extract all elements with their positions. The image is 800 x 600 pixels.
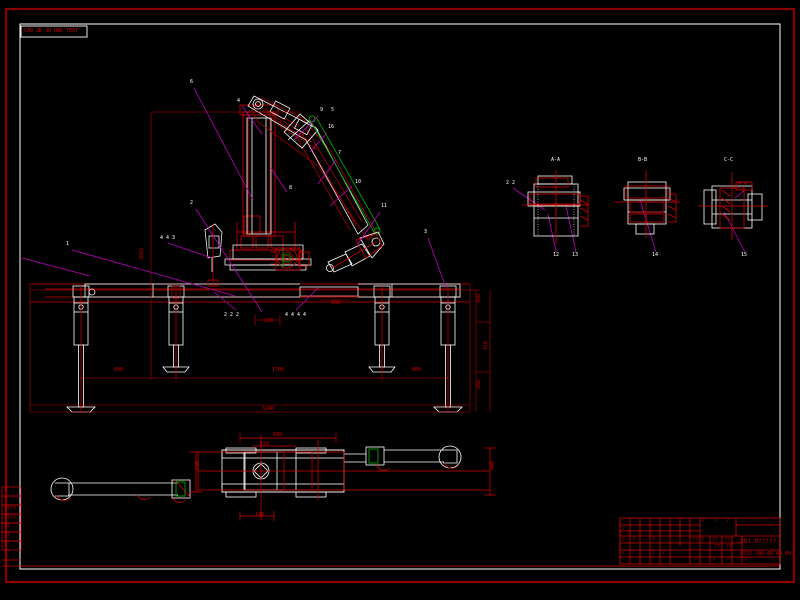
section-note-right: 4 4 bbox=[738, 181, 748, 187]
dim-2042: 2042 bbox=[139, 247, 145, 260]
left-edge-row-2: ???? bbox=[4, 506, 17, 512]
title-block-row-label-0: ???? bbox=[692, 537, 705, 543]
section-title-a: A-A bbox=[551, 157, 561, 163]
outer-border bbox=[4, 7, 796, 584]
section-title-c: C-C bbox=[724, 157, 734, 163]
title-block-cell-k: ? bbox=[744, 557, 748, 563]
balloon-8: 8 bbox=[289, 185, 293, 191]
title-block-cell-g: ? bbox=[662, 550, 666, 556]
plan-dim-150: 150 bbox=[260, 441, 270, 447]
title-block-cell-h: ? bbox=[694, 557, 698, 563]
left-edge-block bbox=[1, 486, 780, 567]
balloon-3: 3 bbox=[424, 229, 428, 235]
header-note-box bbox=[20, 25, 88, 38]
section-b-b-geometry bbox=[614, 170, 680, 238]
plan-dim-140: 140 bbox=[255, 512, 265, 518]
title-block-part-number: SQ1.0????? bbox=[740, 538, 777, 545]
balloon-7: 7 bbox=[338, 150, 342, 156]
dim-1700: 1700 bbox=[272, 367, 285, 373]
title-block-value-0: ?? bbox=[714, 544, 721, 550]
leader-lines bbox=[21, 87, 746, 313]
left-edge-row-0: ? bbox=[4, 488, 8, 494]
title-block-cell-c: ? bbox=[652, 537, 656, 543]
balloon-11: 11 bbox=[381, 203, 388, 209]
dim-3240: 3240 bbox=[262, 406, 275, 412]
title-block-cell-e: ? bbox=[632, 550, 636, 556]
dim-100: 100 bbox=[264, 318, 274, 324]
section-balloon-12: 12 bbox=[553, 252, 560, 258]
section-c-c-geometry bbox=[698, 172, 768, 240]
dim-410: 410 bbox=[483, 340, 489, 350]
left-edge-row-3: ???? bbox=[4, 515, 17, 521]
section-balloon-15: 15 bbox=[741, 252, 748, 258]
left-edge-row-5: ?? bbox=[4, 533, 11, 539]
title-block-value-1: ?? bbox=[726, 544, 733, 550]
title-block-cell-b: ? bbox=[632, 537, 636, 543]
title-block-marks: ? ? ? bbox=[702, 518, 733, 524]
lift-cylinder bbox=[283, 113, 319, 149]
dim-600: 600 bbox=[114, 367, 124, 373]
plan-dim-400: 400 bbox=[490, 460, 496, 470]
title-block-cell-i: ? bbox=[712, 557, 716, 563]
group-label-1: 4 4 3 bbox=[160, 235, 176, 241]
dim-460: 460 bbox=[476, 293, 482, 303]
group-label-2: 2 2 2 bbox=[224, 312, 240, 318]
dim-800: 800 bbox=[412, 367, 422, 373]
title-block-drawing-code: 0?22 ?00 00 00 00 bbox=[740, 551, 792, 557]
crane-column bbox=[246, 117, 272, 235]
section-balloon-13: 13 bbox=[572, 252, 579, 258]
section-balloon-14: 14 bbox=[652, 252, 659, 258]
plan-view-geometry bbox=[50, 433, 496, 521]
balloon-9: 9 bbox=[320, 107, 324, 113]
balloon-1: 1 bbox=[66, 241, 70, 247]
balloon-5: 5 bbox=[331, 107, 335, 113]
dim-160: 160 bbox=[331, 300, 341, 306]
balloon-6: 6 bbox=[190, 79, 194, 85]
title-block-row-label-1: ?? bbox=[712, 537, 719, 543]
dim-260: 260 bbox=[476, 379, 482, 389]
title-block-row-label-2: ?? bbox=[724, 537, 731, 543]
balloon-4: 4 bbox=[237, 98, 241, 104]
title-block-header-cells: ? bbox=[622, 526, 629, 532]
rotator-assembly bbox=[270, 247, 310, 271]
title-block-cell-j: ? bbox=[726, 557, 730, 563]
left-edge-row-4: ?? bbox=[4, 524, 11, 530]
hydraulic-cylinder-green bbox=[308, 115, 381, 235]
section-note-left: 2 2 bbox=[506, 180, 516, 186]
header-note: CAD 2D 3D DWG TEXT bbox=[24, 28, 79, 34]
balloon-10: 10 bbox=[355, 179, 362, 185]
section-title-b: B-B bbox=[638, 157, 648, 163]
left-edge-row-6: ? bbox=[4, 542, 8, 548]
elevation-geometry bbox=[29, 95, 491, 413]
group-label-3: 4 4 4 4 bbox=[285, 312, 307, 318]
control-valve bbox=[204, 223, 223, 272]
balloon-2: 2 bbox=[190, 200, 194, 206]
balloon-16: 16 bbox=[328, 124, 335, 130]
title-block bbox=[619, 517, 781, 565]
title-block-cell-f: ? bbox=[652, 550, 656, 556]
plan-dim-600: 600 bbox=[273, 432, 283, 438]
plan-dim-430: 430 bbox=[195, 460, 201, 470]
section-a-a-geometry bbox=[522, 170, 590, 244]
title-block-cell-d: ? bbox=[622, 550, 626, 556]
inner-border bbox=[19, 23, 781, 570]
left-edge-row-1: ? bbox=[4, 497, 8, 503]
title-block-cell-a: ? bbox=[622, 537, 626, 543]
